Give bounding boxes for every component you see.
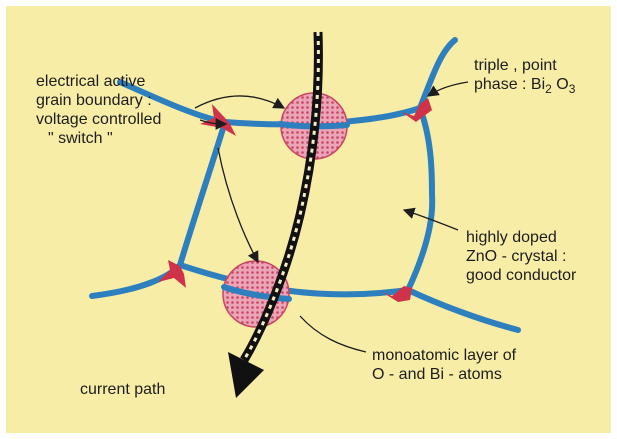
- lower-grain-boundary: [89, 262, 521, 333]
- triple-point-marker: [382, 286, 412, 302]
- monoatomic-layer-label: monoatomic layer of O - and Bi - atoms: [372, 347, 517, 383]
- triple-point-marker: [402, 98, 432, 122]
- upper-grain-boundary: [117, 79, 423, 128]
- leader-arrow: [299, 315, 367, 353]
- diagram-background: [6, 6, 611, 433]
- doped-crystal-label: highly doped ZnO - crystal : good conduc…: [466, 229, 577, 284]
- current-path-arrow: [228, 31, 323, 398]
- leader-arrow: [426, 81, 469, 97]
- left-grain-boundary: [177, 119, 228, 268]
- triple-point-label: triple , point phase : Bi2 O3: [474, 57, 576, 96]
- triple-point-phase-line: phase : Bi2 O3: [474, 76, 576, 96]
- leader-arrow: [402, 207, 459, 231]
- upper-right-branch: [417, 37, 458, 111]
- leader-arrow: [217, 147, 259, 264]
- current-path-label: current path: [80, 381, 166, 398]
- current-path-arrowhead: [228, 352, 264, 398]
- grain-boundary-network: [89, 37, 521, 333]
- electrical-active-label: electrical active grain boundary : volta…: [36, 73, 162, 147]
- leader-arrow: [194, 95, 286, 109]
- boundary-through-lower-zone: [221, 284, 292, 302]
- leader-arrow: [199, 118, 228, 130]
- right-grain-boundary: [405, 105, 436, 293]
- leader-lines: [194, 81, 469, 353]
- triple-point-marker: [158, 260, 186, 288]
